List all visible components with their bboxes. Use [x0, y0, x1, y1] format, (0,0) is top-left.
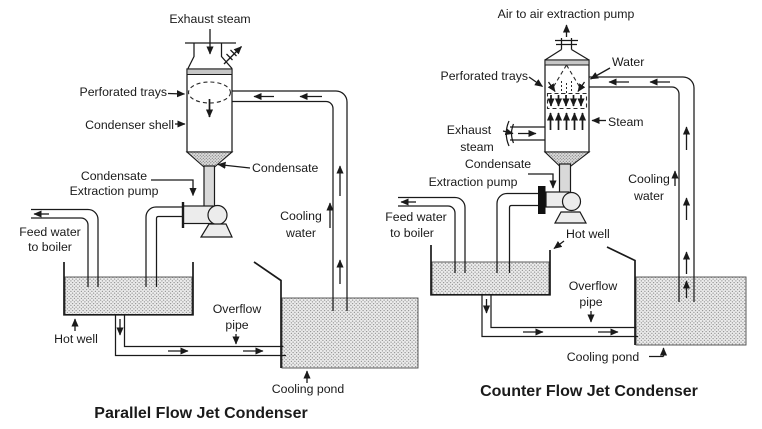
labels-left: Exhaust steam Perforated trays Condenser…	[19, 12, 344, 422]
cooling-pond-water-right	[635, 276, 747, 346]
feed-water-label-line2: to boiler	[28, 240, 72, 254]
cooling-water-label-line1: Cooling	[628, 172, 670, 186]
pump-volute	[207, 204, 228, 226]
air-extraction-label: Air to air extraction pump	[498, 7, 635, 21]
top-funnel	[544, 48, 590, 61]
water-label: Water	[612, 55, 644, 69]
diagram-caption-right: Counter Flow Jet Condenser	[480, 383, 698, 400]
steam-label: Steam	[608, 115, 644, 129]
pump-suction-pipe	[203, 165, 216, 209]
cooling-pond-label: Cooling pond	[272, 382, 345, 396]
exhaust-steam-label-line2: steam	[460, 140, 494, 154]
hot-well-label: Hot well	[54, 332, 98, 346]
condenser-shell-right	[543, 24, 591, 167]
condenser-shell-left	[185, 29, 242, 169]
feed-water-pipe-left	[31, 208, 99, 287]
exhaust-steam-label: Exhaust steam	[169, 12, 250, 26]
exhaust-steam-label-line1: Exhaust	[447, 123, 492, 137]
cooling-pond-right	[606, 246, 747, 346]
feed-water-label-line1: Feed water	[19, 225, 81, 239]
steam-inlet-funnel	[187, 43, 233, 69]
pump-discharge-pipe-right	[496, 192, 538, 273]
feed-water-pipe-right	[398, 196, 466, 273]
overflow-pipe-label-line1: Overflow	[213, 302, 262, 316]
cooling-water-label-line2: water	[285, 226, 316, 240]
overflow-pipe-label-line2: pipe	[225, 318, 248, 332]
diagram-caption-left: Parallel Flow Jet Condenser	[94, 405, 307, 422]
pump-label-line2: Extraction pump	[429, 175, 518, 189]
pump-label-line2: Extraction pump	[70, 184, 159, 198]
condensate-extraction-pump-left	[181, 165, 233, 238]
hot-well-water-right	[431, 261, 550, 295]
water-down-arrows	[547, 95, 585, 107]
pump-base	[553, 211, 588, 224]
cooling-pond-left	[253, 261, 419, 369]
hot-well-tank-left	[63, 262, 194, 316]
water-spread-arrow	[577, 81, 586, 92]
cooling-water-label-line2: water	[633, 189, 664, 203]
cooling-water-pipe-left	[232, 90, 348, 311]
labels-right: Air to air extraction pump Water Perfora…	[385, 7, 698, 400]
overflow-pipe-right	[481, 294, 638, 338]
steam-up-arrows	[546, 112, 587, 130]
cooling-water-label-line1: Cooling	[280, 209, 322, 223]
condenser-shell-label: Condenser shell	[85, 118, 174, 132]
condensate-extraction-pump-right	[538, 163, 588, 224]
perforated-trays-label: Perforated trays	[441, 69, 528, 83]
air-outlet-neck	[560, 38, 573, 50]
feed-water-label-line1: Feed water	[385, 210, 447, 224]
pump-label-line1: Condensate	[81, 169, 147, 183]
overflow-pipe-label-line2: pipe	[579, 295, 602, 309]
vessel-top-band	[186, 68, 233, 75]
hot-well-label: Hot well	[566, 227, 610, 241]
overflow-pipe-label-line1: Overflow	[569, 279, 618, 293]
air-vent-valve	[223, 46, 242, 65]
counter-flow-diagram: Air to air extraction pump Water Perfora…	[385, 7, 747, 400]
cooling-pond-label: Cooling pond	[567, 350, 640, 364]
pump-discharge-pipe-left	[145, 206, 183, 287]
condensate-label: Condensate	[252, 161, 318, 175]
pump-flange	[538, 186, 546, 214]
overflow-pipe-left	[114, 314, 286, 357]
parallel-flow-diagram: Exhaust steam Perforated trays Condenser…	[19, 12, 419, 422]
perforated-trays-label: Perforated trays	[80, 85, 167, 99]
pump-volute	[561, 191, 582, 212]
cooling-water-pipe-right	[589, 76, 695, 302]
cooling-pond-water-left	[281, 297, 419, 369]
hot-well-water-left	[64, 276, 193, 315]
perforated-tray-dashed	[187, 81, 232, 104]
water-spread-arrow	[547, 81, 556, 92]
hot-well-tank-right	[430, 245, 551, 296]
feed-water-label-line2: to boiler	[390, 226, 434, 240]
pump-label-line1: Condensate	[465, 157, 531, 171]
vessel-top-band	[544, 59, 590, 66]
pump-base	[199, 223, 233, 238]
